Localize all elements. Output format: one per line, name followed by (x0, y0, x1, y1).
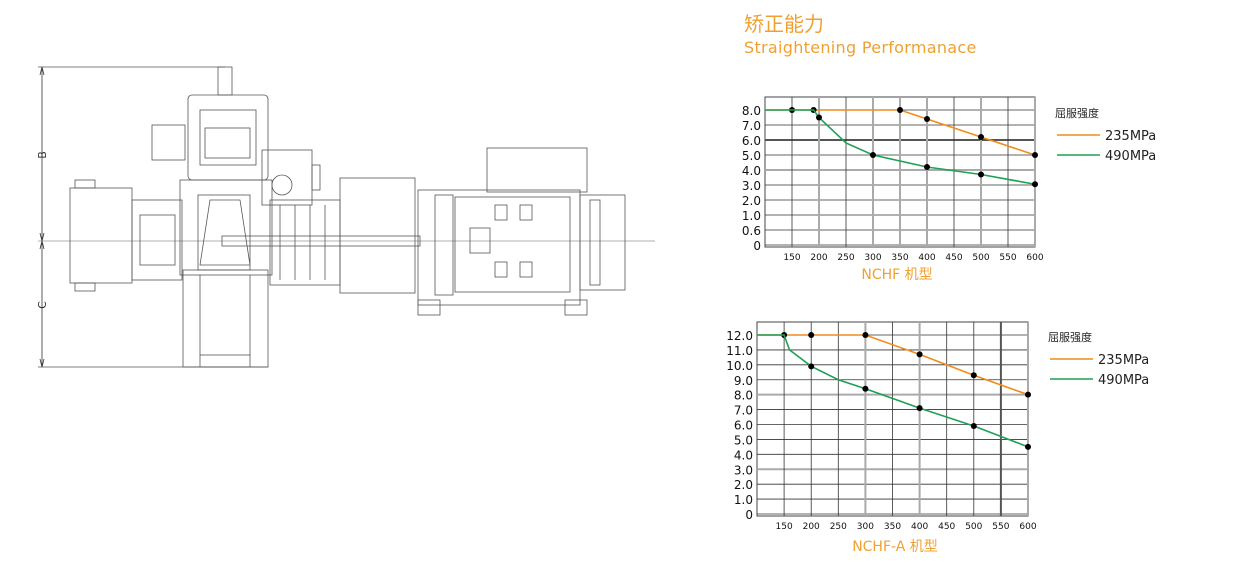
chart-2-legend-title: 屈服强度 (1048, 330, 1092, 344)
chart-1-series-235MPa-point (978, 134, 984, 140)
chart-2-y-tick-label: 12.0 (726, 329, 753, 343)
chart-1-title: NCHF 机型 (861, 267, 932, 283)
chart-1-series-490MPa-point (1032, 181, 1038, 188)
chart-1-y-tick-label: 4.0 (742, 164, 761, 178)
chart-2-x-tick-label: 350 (884, 522, 901, 532)
chart-2-series-490MPa-point (862, 385, 869, 392)
chart-1-series-490MPa-point (870, 152, 876, 158)
chart-1-y-tick-label: 8.0 (742, 104, 761, 118)
chart-2-y-tick-label: 9.0 (734, 374, 753, 388)
chart-1-x-tick-label: 200 (810, 253, 827, 263)
dimension-b-label: B (36, 151, 49, 159)
chart-2-x-tick-label: 550 (992, 522, 1009, 532)
section-title-cn: 矫正能力 (744, 12, 824, 36)
chart-1-series-490MPa-point (816, 114, 822, 121)
chart-1-legend-title: 屈服强度 (1055, 106, 1099, 120)
chart-2-legend-label: 490MPa (1098, 373, 1149, 388)
chart-2-y-tick-label: 11.0 (726, 344, 753, 358)
chart-1-x-tick-label: 400 (918, 253, 935, 263)
machine-drawing: B C (36, 66, 655, 368)
chart-2-series-490MPa-point (970, 422, 977, 429)
chart-1-y-tick-label: 2.0 (742, 194, 761, 208)
chart-2-series-235MPa-point (808, 332, 815, 338)
chart-1-series-490MPa-point (924, 164, 930, 170)
chart-2-legend-label: 235MPa (1098, 353, 1149, 368)
machine-outline (69, 66, 626, 368)
chart-1-y-tick-label: 0.6 (742, 224, 761, 238)
chart-2-x-tick-label: 150 (776, 522, 793, 532)
chart-1-series-490MPa-point (978, 171, 984, 178)
chart-2-y-tick-label: 1.0 (734, 493, 753, 507)
chart-2-y-tick-label: 2.0 (734, 478, 753, 492)
chart-1-x-tick-label: 250 (837, 253, 854, 263)
dimension-lines (38, 66, 655, 368)
chart-1-series-235MPa-point (924, 116, 930, 122)
chart-2-x-tick-label: 500 (965, 522, 982, 532)
chart-2-x-tick-label: 600 (1019, 522, 1036, 532)
chart-1-series-235MPa-point (1032, 152, 1038, 158)
chart-1-x-tick-label: 350 (891, 253, 908, 263)
chart-2-series-490MPa-point (916, 405, 923, 412)
chart-2-series-235MPa-point (970, 372, 977, 379)
chart-2-y-tick-label: 7.0 (734, 404, 753, 418)
chart-2-y-tick-label: 6.0 (734, 419, 753, 433)
chart-2-x-tick-label: 250 (830, 522, 847, 532)
chart-2-series-235MPa-point (1025, 391, 1031, 398)
chart-2-y-tick-label: 3.0 (734, 463, 753, 477)
chart-1-y-tick-label: 6.0 (742, 134, 761, 148)
chart-1-series-235MPa-point (897, 107, 903, 113)
chart-1-x-tick-label: 500 (972, 253, 989, 263)
chart-2-series-235MPa-point (916, 351, 923, 358)
chart-1-x-tick-label: 550 (999, 253, 1016, 263)
chart-1-x-tick-label: 600 (1026, 253, 1043, 263)
section-title-en: Straightening Performanace (744, 38, 977, 57)
chart-2-y-tick-label: 10.0 (726, 359, 753, 373)
chart-1-y-tick-label: 0 (753, 239, 761, 253)
chart-1-y-tick-label: 7.0 (742, 119, 761, 133)
chart-1-x-tick-label: 150 (783, 253, 800, 263)
chart-2-title: NCHF-A 机型 (852, 539, 938, 555)
chart-1-legend-label: 490MPa (1105, 149, 1156, 164)
chart-2-series-490MPa-point (1025, 443, 1031, 450)
chart-2-x-tick-label: 400 (911, 522, 928, 532)
chart-2-series-490MPa-point (808, 363, 815, 370)
chart-1-y-tick-label: 1.0 (742, 209, 761, 223)
dimension-c-label: C (36, 301, 49, 309)
chart-2-x-tick-label: 450 (938, 522, 955, 532)
chart-1-x-tick-label: 300 (864, 253, 881, 263)
chart-2-x-tick-label: 200 (803, 522, 820, 532)
chart-2-series-490MPa-line (757, 334, 1029, 448)
chart-2-x-tick-label: 300 (857, 522, 874, 532)
chart-1-y-tick-label: 3.0 (742, 179, 761, 193)
chart-2-series-235MPa-point (862, 332, 869, 338)
chart-1-legend-label: 235MPa (1105, 129, 1156, 144)
chart-2-y-tick-label: 4.0 (734, 448, 753, 462)
chart-1-series-490MPa-line (765, 109, 1036, 186)
chart-2-y-tick-label: 5.0 (734, 433, 753, 447)
chart-2-y-tick-label: 0 (745, 508, 753, 522)
chart-1-x-tick-label: 450 (945, 253, 962, 263)
chart-2-y-tick-label: 8.0 (734, 389, 753, 403)
chart-1-y-tick-label: 5.0 (742, 149, 761, 163)
